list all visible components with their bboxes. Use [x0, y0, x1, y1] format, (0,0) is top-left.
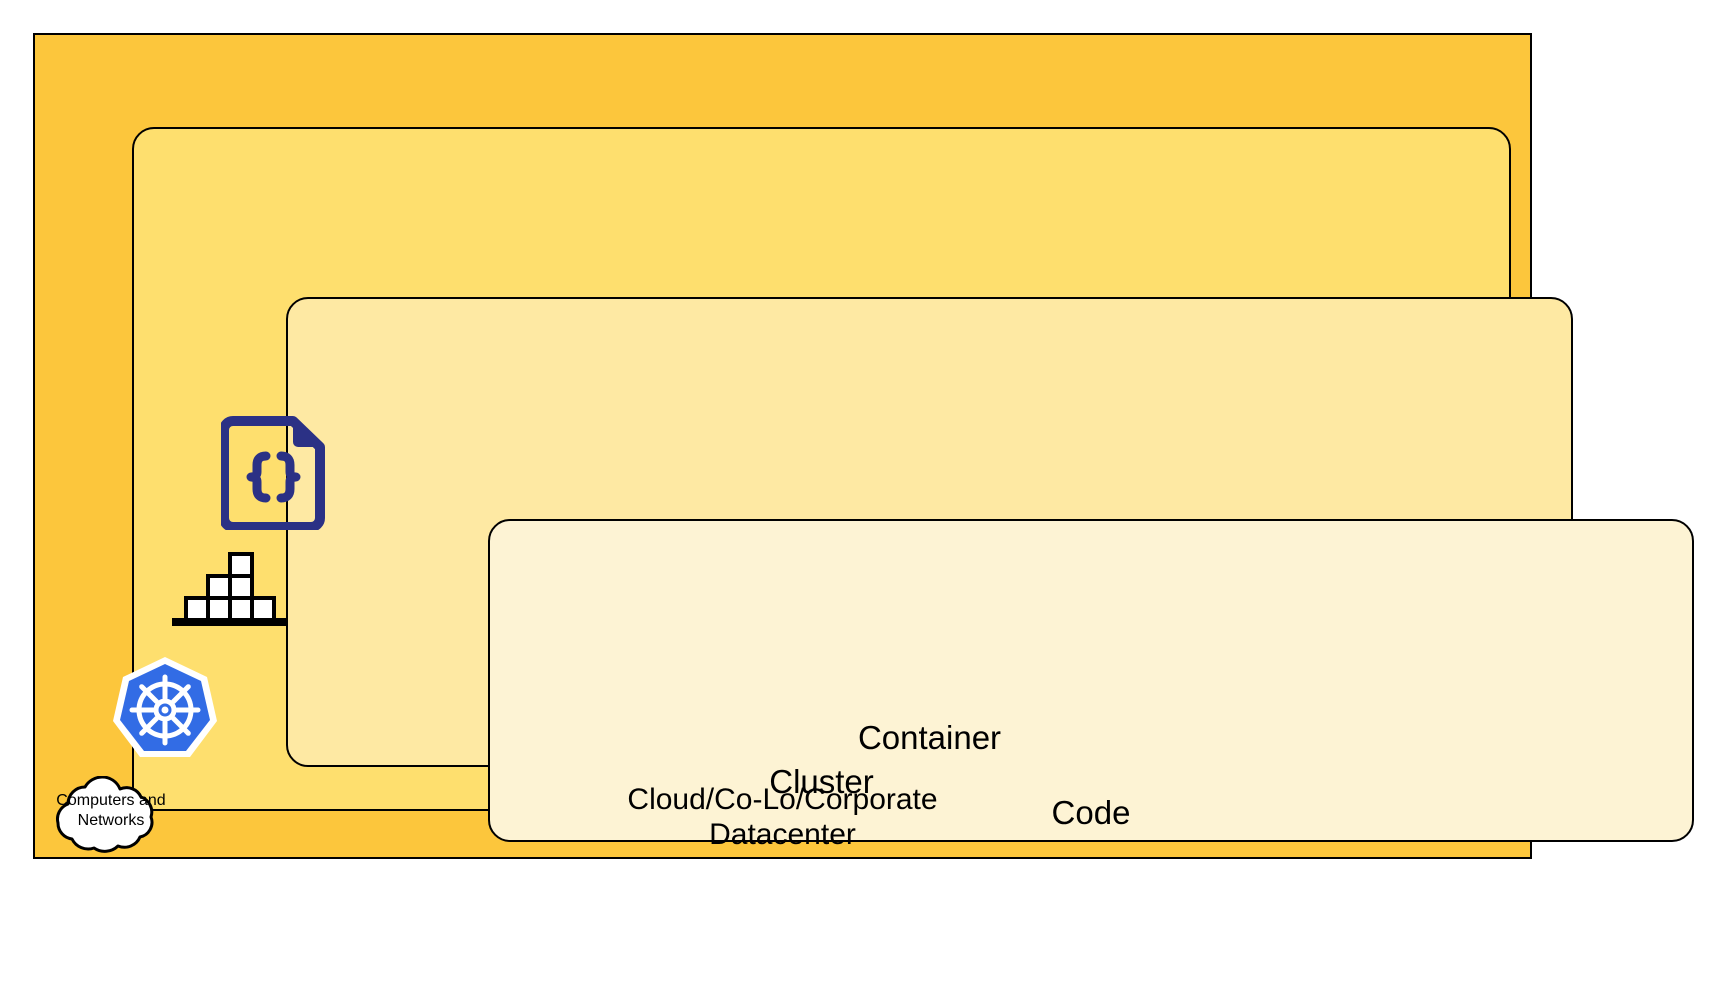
layer-label-container: Container: [857, 718, 1002, 756]
layer-label-datacenter: Cloud/Co-Lo/Corporate Datacenter: [627, 783, 938, 852]
layer-label-code: Code: [1051, 793, 1131, 831]
cloud-icon: [38, 775, 184, 860]
kubernetes-icon: [112, 655, 218, 763]
container-blocks-icon: [168, 552, 292, 627]
layer-datacenter[interactable]: Code Container Cluster Cloud/Co-Lo/Corpo…: [33, 33, 1694, 859]
layer-cluster[interactable]: Code Container Cluster: [132, 127, 1694, 842]
layer-label-cluster: Cluster: [769, 762, 874, 800]
code-document-icon: [219, 416, 325, 532]
cloud-callout-label: Computers and Networks: [56, 792, 166, 829]
layer-code[interactable]: Code: [488, 519, 1694, 842]
layer-container[interactable]: Code Container: [286, 297, 1694, 842]
